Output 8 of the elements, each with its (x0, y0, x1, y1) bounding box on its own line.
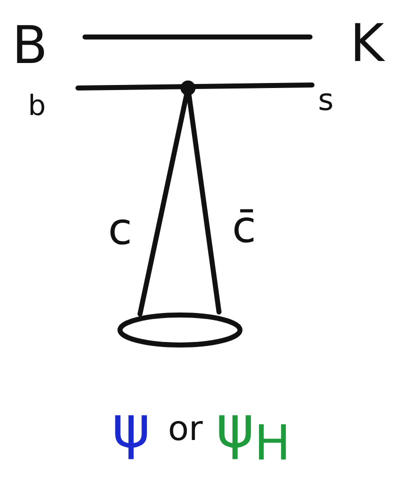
quark-label: c (108, 208, 132, 252)
quark-label: c̄ (232, 206, 256, 250)
conjunction-text: or (168, 412, 203, 446)
quark-label: b (28, 92, 46, 120)
particle-label: B (12, 20, 48, 72)
particle-label: K (350, 18, 384, 70)
quark-label: s (318, 86, 334, 116)
particle-label: ψ$_{H}$ (216, 398, 291, 468)
